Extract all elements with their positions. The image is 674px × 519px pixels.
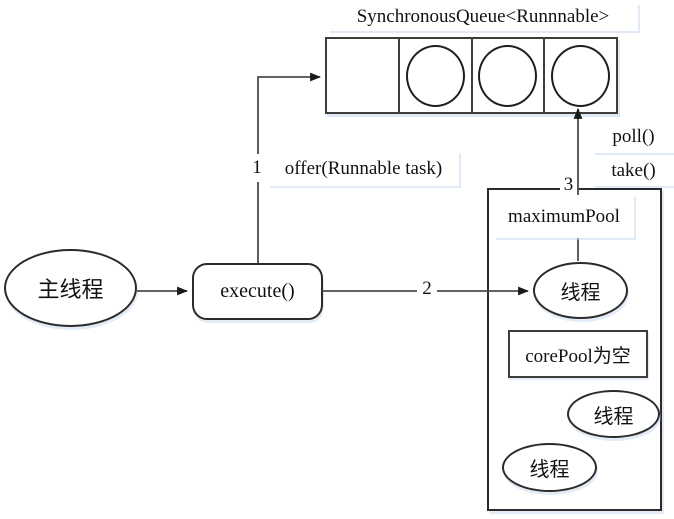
queued-task-circle <box>478 44 538 107</box>
queue-title-label: SynchronousQueue<Runnnable> <box>328 3 638 31</box>
poll-label: poll() <box>593 120 674 153</box>
maximum-pool-label: maximumPool <box>494 195 634 238</box>
step1-number-text: 1 <box>252 157 262 178</box>
maximum-pool-label-text: maximumPool <box>508 205 620 227</box>
worker-thread-left-label: 线程 <box>529 459 570 481</box>
worker-thread-top-node: 线程 <box>533 262 628 319</box>
execute-label: execute() <box>220 280 295 302</box>
queued-task-circle <box>405 44 465 107</box>
step2-number: 2 <box>417 276 437 302</box>
step1-number: 1 <box>246 154 268 182</box>
core-pool-empty-label: corePool为空 <box>525 345 631 367</box>
step2-number-text: 2 <box>422 278 432 299</box>
offer-label-text: offer(Runnable task) <box>284 157 443 179</box>
queue-cell <box>400 39 473 112</box>
queue-cell <box>327 39 400 112</box>
execute-node: execute() <box>192 263 323 320</box>
offer-label: offer(Runnable task) <box>268 151 459 186</box>
take-label: take() <box>593 155 674 186</box>
queue-cell <box>473 39 546 112</box>
main-thread-node: 主线程 <box>4 249 137 327</box>
main-thread-label: 主线程 <box>37 277 104 302</box>
step3-number: 3 <box>560 172 577 197</box>
step3-number-text: 3 <box>563 173 574 195</box>
poll-label-text: poll() <box>612 125 655 147</box>
worker-thread-top-label: 线程 <box>560 282 601 304</box>
queued-task-circle <box>551 44 611 107</box>
take-label-text: take() <box>611 159 656 181</box>
worker-thread-left-node: 线程 <box>502 443 597 492</box>
worker-thread-right-node: 线程 <box>567 390 660 438</box>
queue-title-text: SynchronousQueue<Runnnable> <box>356 6 610 28</box>
worker-thread-right-label: 线程 <box>593 405 634 428</box>
queue-cell <box>545 39 616 112</box>
task-queue <box>325 37 618 114</box>
core-pool-empty-note: corePool为空 <box>508 330 648 378</box>
